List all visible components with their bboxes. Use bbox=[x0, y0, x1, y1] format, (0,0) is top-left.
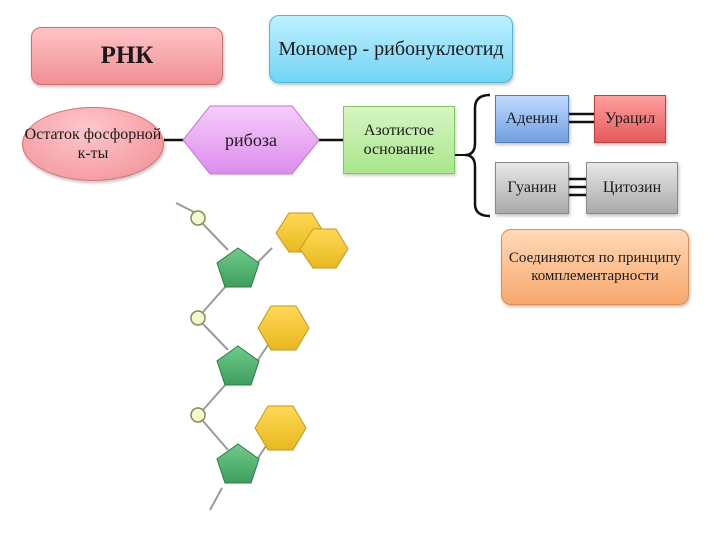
nitrogen-base-box: Азотистое основание bbox=[343, 106, 455, 174]
curly-bracket bbox=[464, 93, 491, 218]
base-hexagon-3 bbox=[254, 405, 307, 451]
ribose-label: рибоза bbox=[225, 129, 277, 150]
phosphate-circle-3 bbox=[190, 407, 206, 423]
phosphate-circle-2 bbox=[190, 310, 206, 326]
base-hexagon-2 bbox=[257, 305, 310, 351]
uracil-box: Урацил bbox=[594, 95, 666, 143]
phosphate-circle-1 bbox=[190, 210, 206, 226]
monomer-box: Мономер - рибонуклеотид bbox=[269, 15, 513, 83]
guanine-box: Гуанин bbox=[495, 162, 569, 214]
ribose-pentagon-1 bbox=[216, 247, 260, 288]
base-hexagon-1b bbox=[299, 228, 349, 269]
strand-backbone bbox=[175, 202, 273, 511]
ribose-pentagon-3 bbox=[216, 443, 260, 484]
title-rnk: РНК bbox=[31, 27, 223, 85]
adenine-box: Аденин bbox=[495, 95, 569, 143]
phosphate-residue-oval: Остаток фосфорной к-ты bbox=[22, 107, 164, 181]
ribose-hexagon-shape bbox=[182, 105, 320, 175]
complementarity-box: Соединяются по принципу комплементарност… bbox=[501, 229, 689, 305]
ribose-pentagon-2 bbox=[216, 345, 260, 386]
cytosine-box: Цитозин bbox=[586, 162, 678, 214]
ribose-hexagon: рибоза bbox=[182, 105, 320, 175]
